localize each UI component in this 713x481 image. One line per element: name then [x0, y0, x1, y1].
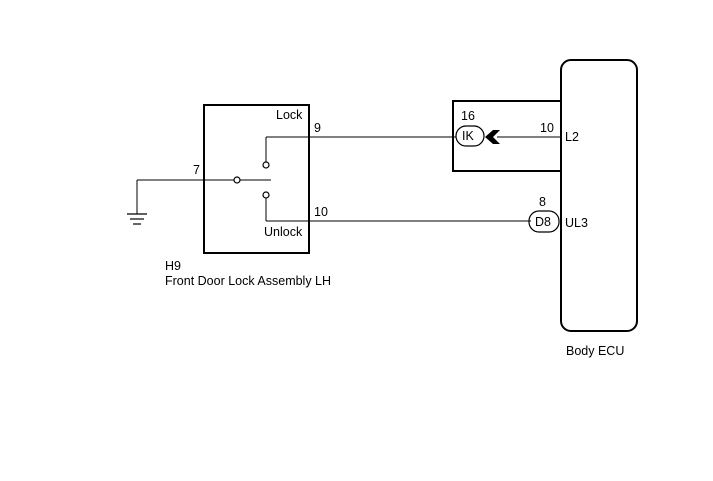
body-ecu-box [560, 59, 638, 332]
pin-10-switch-label: 10 [314, 205, 328, 219]
d8-connector [528, 210, 560, 233]
ground-symbol [127, 180, 147, 225]
ecu-terminal-l2: L2 [565, 130, 579, 144]
pin-9-label: 9 [314, 121, 321, 135]
ecu-name: Body ECU [566, 344, 624, 358]
lock-label: Lock [276, 108, 303, 122]
ik-pin-16-label: 16 [461, 109, 475, 123]
component-name: Front Door Lock Assembly LH [165, 274, 331, 288]
ik-connector-label: IK [462, 129, 474, 143]
d8-pin-8-label: 8 [539, 195, 546, 209]
component-code: H9 [165, 259, 181, 273]
ik-pin-10-label: 10 [540, 121, 554, 135]
switch-contacts [233, 136, 531, 222]
door-lock-assembly-box [203, 104, 310, 254]
ik-arrow-icon [485, 130, 500, 144]
ecu-terminal-ul3: UL3 [565, 216, 588, 230]
pin-7-label: 7 [193, 163, 200, 177]
d8-connector-label: D8 [535, 215, 551, 229]
ik-connector [455, 125, 485, 147]
unlock-label: Unlock [264, 225, 303, 239]
